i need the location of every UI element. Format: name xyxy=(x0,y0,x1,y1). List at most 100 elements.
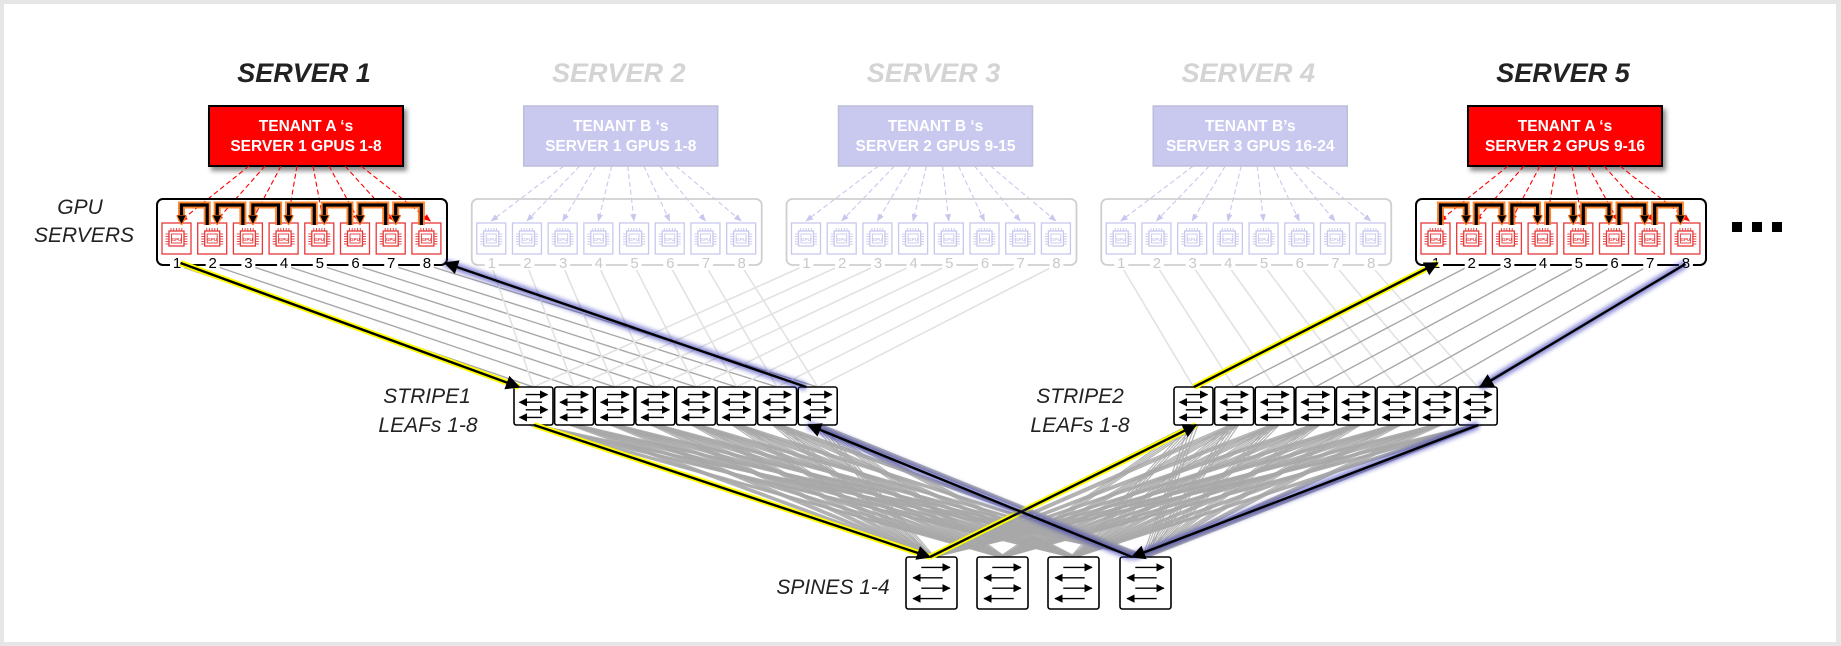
server-chassis xyxy=(1415,198,1707,266)
gpu-chip-label: GPU xyxy=(1051,237,1061,242)
leaf-switch-icon-body xyxy=(1254,386,1295,426)
leaf-spine-link xyxy=(653,424,931,558)
leaf-switch-icon xyxy=(1254,386,1295,426)
leaf-spine-link xyxy=(650,424,1000,558)
leaf-spine-link xyxy=(932,424,1317,558)
gpu-chip-core xyxy=(871,233,883,244)
yellow-path xyxy=(179,260,1439,560)
gpu-ring-outline xyxy=(1651,201,1684,225)
gpu-ring-outline xyxy=(249,201,283,225)
gpu-number-bg xyxy=(1185,255,1200,270)
leaf-spine-link xyxy=(1001,424,1315,558)
gpu-chip-label: GPU xyxy=(1116,237,1126,242)
gpu-number-bg xyxy=(1607,255,1622,270)
gpu-chip-frame xyxy=(1634,222,1665,255)
gpu-chip-core xyxy=(1222,233,1234,244)
gpu-leaf-link xyxy=(1314,264,1543,388)
tenant-label-line: TENANT B’s xyxy=(1205,118,1296,135)
server-chassis xyxy=(470,198,763,266)
spine-switch-icon-body xyxy=(1047,556,1100,610)
tenant-gpu-assignment-arrow xyxy=(1474,165,1525,222)
gpu-ring-arrow-icon xyxy=(1474,203,1502,225)
gpu-ring-arrow-icon xyxy=(1438,203,1467,225)
gpu-leaf-link xyxy=(776,264,1021,388)
gpu-chip-icon: GPU xyxy=(375,222,406,255)
spine-switch-icon-body xyxy=(905,556,958,610)
gpu-chip-icon: GPU xyxy=(1420,222,1451,255)
gpu-chip-core xyxy=(1537,233,1549,244)
gpu-number-bg xyxy=(419,255,434,270)
tenant-label-line: SERVER 1 GPUS 1-8 xyxy=(545,138,697,155)
gpu-chip-frame xyxy=(1491,222,1523,255)
gpu-chip-core xyxy=(1293,233,1305,244)
tenant-label-line: TENANT B ‘s xyxy=(888,118,984,135)
gpu-leaf-link xyxy=(247,264,615,388)
path-arrow xyxy=(180,261,521,390)
gpu-chip-core xyxy=(1465,233,1477,244)
gpu-chip-core xyxy=(557,233,569,244)
gpu-leaf-link xyxy=(1233,264,1472,388)
gpu-number-bg xyxy=(1464,255,1479,270)
highlight-layer xyxy=(179,259,1688,561)
gpu-chip-icon: GPU xyxy=(726,222,757,255)
gpu-leaf-link xyxy=(1274,264,1508,388)
gpu-number-bg xyxy=(1257,255,1272,270)
gpu-chip-icon: GPU xyxy=(1491,222,1523,255)
gpu-number: 4 xyxy=(909,255,917,272)
leaf-switch-icon xyxy=(1213,386,1255,426)
gpu-ring-arrow-icon xyxy=(396,203,423,225)
tenant-gpu-assignment-arrow xyxy=(1120,165,1194,222)
gpu-chip-label: GPU xyxy=(279,237,289,242)
gpu-number-bg xyxy=(1500,255,1515,270)
tenant-gpu-assignment-arrow xyxy=(911,165,928,222)
leaf-spine-link xyxy=(691,424,1000,558)
leaf-spine-link xyxy=(932,424,1236,558)
leaf-spine-link xyxy=(1070,424,1393,558)
gpu-chip-core xyxy=(735,233,747,244)
leaf-switch-icon-body xyxy=(1213,386,1255,426)
leaf-spine-link xyxy=(694,424,931,558)
switches-layer xyxy=(513,386,1498,610)
gpu-chip-icon: GPU xyxy=(826,222,857,255)
gpu-ring-arrow-icon xyxy=(1546,203,1574,225)
gpu-chip-label: GPU xyxy=(1502,237,1512,242)
spine-switch-icon xyxy=(976,556,1029,610)
tenant-label-line: SERVER 2 GPUS 9-15 xyxy=(856,138,1016,155)
leaf-spine-link xyxy=(772,424,929,558)
spines-label: SPINES 1-4 xyxy=(776,576,889,599)
gpu-ring-outline xyxy=(392,201,425,225)
stripe2-label-line1: STRIPE2 xyxy=(1036,385,1124,408)
gpu-chip-icon: GPU xyxy=(304,222,335,255)
tenant-box xyxy=(1467,105,1663,167)
gpu-chip-core xyxy=(1430,233,1441,244)
gpu-number: 6 xyxy=(1610,255,1618,272)
gpu-number: 5 xyxy=(1575,255,1583,272)
gpu-chip-icon: GPU xyxy=(862,222,893,255)
gpu-number-bg xyxy=(870,255,885,270)
gpu-chip-core xyxy=(349,233,361,244)
leaf-switch-icon-body xyxy=(756,386,798,426)
leaf-spine-link xyxy=(694,424,1002,558)
leaf-spine-link xyxy=(1072,424,1315,558)
gpu-number: 5 xyxy=(630,255,638,272)
tenant-gpu-assignment-arrow xyxy=(675,165,742,222)
leaf-switch-icon-body xyxy=(553,386,595,426)
gpu-ring-outline xyxy=(1579,201,1613,225)
leaf-spine-link xyxy=(999,424,1312,558)
leaf-spine-link xyxy=(999,424,1393,558)
gpu-chip-icon: GPU xyxy=(1598,222,1630,255)
gpu-leaf-link xyxy=(817,264,1057,388)
server-title: SERVER 2 xyxy=(552,58,686,88)
ellipsis-dot xyxy=(1772,222,1782,232)
gpu-number: 2 xyxy=(838,255,846,272)
leaf-spine-link xyxy=(1072,424,1436,558)
tenant-label-line: TENANT A ‘s xyxy=(1518,118,1612,135)
leaf-spine-link xyxy=(1072,424,1477,558)
leaf-spine-link xyxy=(572,424,1002,558)
gpu-number: 4 xyxy=(595,255,603,272)
gpu-chip-label: GPU xyxy=(1681,237,1691,242)
server-title: SERVER 1 xyxy=(237,58,371,88)
gpu-chip-core xyxy=(1679,233,1691,244)
leaf-switch-icon-body xyxy=(1376,386,1417,426)
